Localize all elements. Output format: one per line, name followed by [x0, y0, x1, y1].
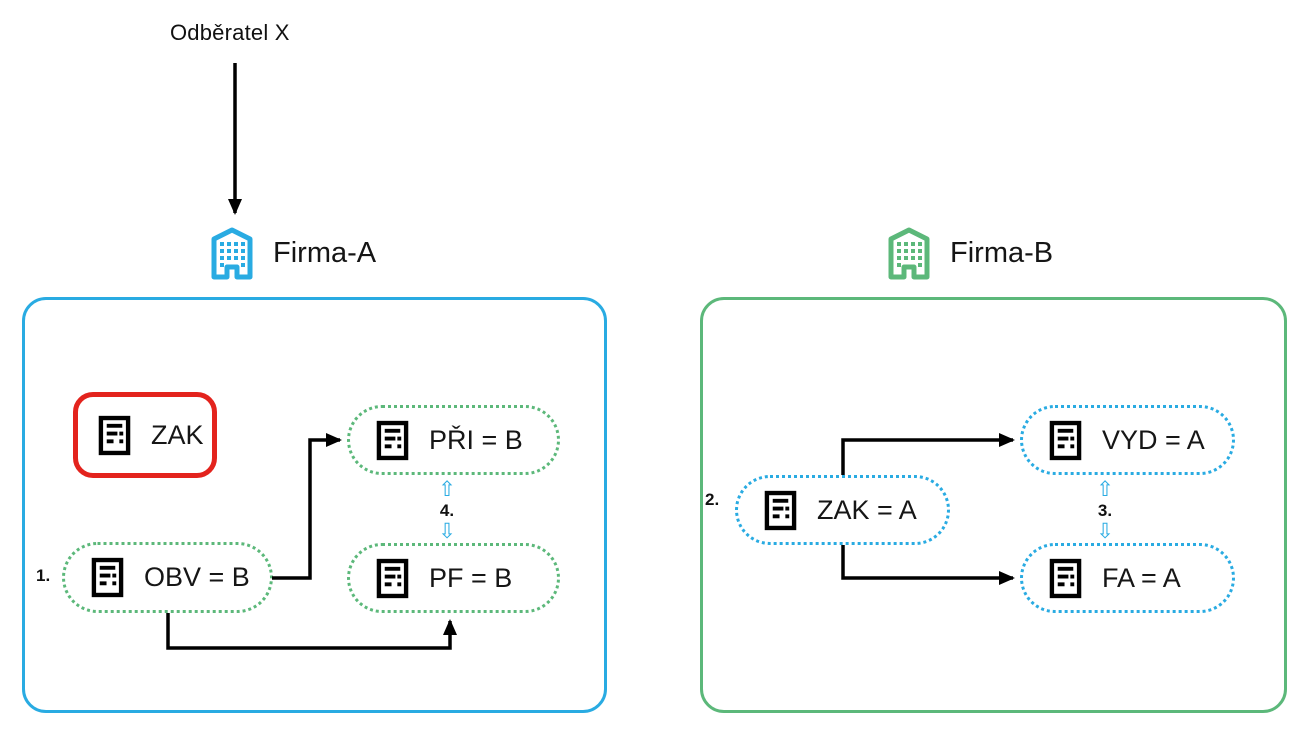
node-pri: PŘI = B	[347, 405, 560, 475]
firma-a-name: Firma-A	[273, 236, 377, 269]
firma-a-container	[22, 297, 607, 713]
firma-b-header: Firma-B	[884, 226, 1053, 280]
node-vyd: VYD = A	[1020, 405, 1235, 475]
step-1-label: 1.	[36, 566, 51, 585]
step-3-group: ⇧ 3. ⇩	[1077, 479, 1133, 542]
node-zak-a: ZAK	[73, 392, 217, 478]
firma-b-name: Firma-B	[950, 236, 1054, 269]
step-4-label: 4.	[439, 501, 455, 520]
document-icon	[1049, 420, 1082, 461]
document-icon	[91, 557, 124, 598]
node-vyd-label: VYD = A	[1102, 424, 1205, 455]
step-4-group: ⇧ 4. ⇩	[419, 479, 475, 542]
step-3-label: 3.	[1097, 501, 1113, 520]
node-obv: OBV = B	[62, 542, 273, 613]
down-arrow-icon: ⇩	[438, 520, 456, 543]
node-pf-label: PF = B	[429, 562, 513, 593]
node-zak-a-label: ZAK	[151, 419, 204, 450]
document-icon	[98, 415, 131, 456]
up-arrow-icon: ⇧	[1096, 478, 1114, 501]
firma-b-container	[700, 297, 1287, 713]
firma-a-header: Firma-A	[207, 226, 376, 280]
document-icon	[1049, 558, 1082, 599]
building-icon	[884, 226, 934, 280]
document-icon	[376, 420, 409, 461]
down-arrow-icon: ⇩	[1096, 520, 1114, 543]
up-arrow-icon: ⇧	[438, 478, 456, 501]
node-obv-label: OBV = B	[144, 562, 250, 592]
node-zak-b: ZAK = A	[735, 475, 950, 545]
node-fa: FA = A	[1020, 543, 1235, 613]
document-icon	[764, 490, 797, 531]
step-2-label: 2.	[705, 490, 720, 509]
node-fa-label: FA = A	[1102, 562, 1181, 593]
customer-label: Odběratel X	[170, 20, 290, 45]
document-icon	[376, 558, 409, 599]
node-zak-b-label: ZAK = A	[817, 494, 917, 525]
node-pri-label: PŘI = B	[429, 424, 523, 455]
building-icon	[207, 226, 257, 280]
node-pf: PF = B	[347, 543, 560, 613]
